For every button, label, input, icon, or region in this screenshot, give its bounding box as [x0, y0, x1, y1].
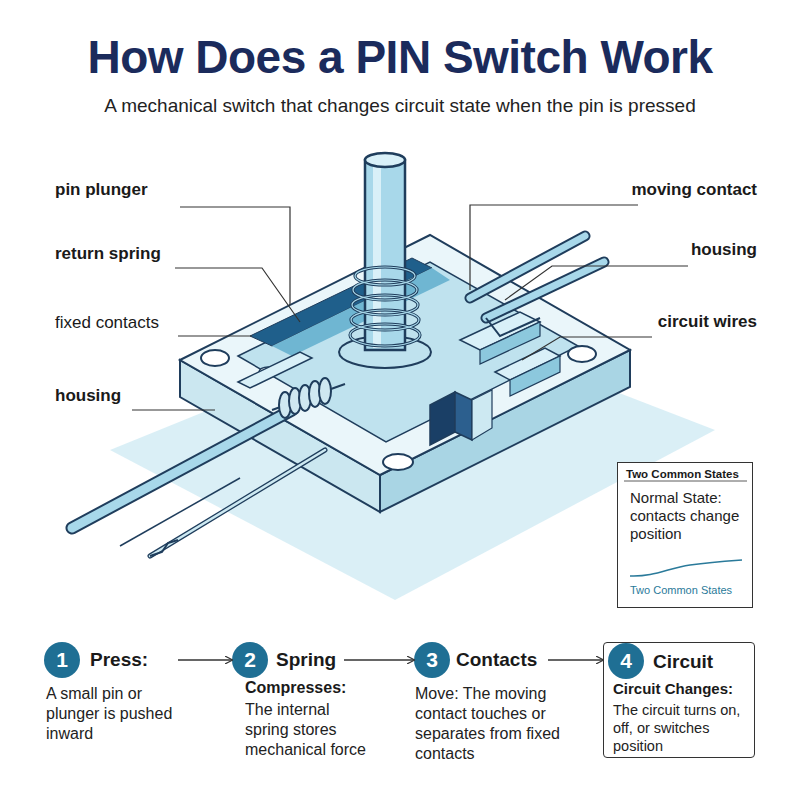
- step-subheading: Compresses:: [245, 679, 346, 697]
- mounting-hole: [568, 346, 596, 362]
- flow-arrow: [548, 659, 603, 661]
- step-node: 2SpringCompresses:The internal spring st…: [232, 642, 344, 678]
- part-label: return spring: [55, 244, 161, 264]
- box-footer: Two Common States: [630, 584, 732, 596]
- step-number: 3: [414, 642, 450, 678]
- mounting-hole: [201, 350, 229, 366]
- side-spring: [279, 378, 331, 418]
- moving-contact-block: [472, 390, 492, 440]
- diagram-title: How Does a PIN Switch Work: [0, 30, 800, 84]
- wire: [120, 478, 240, 546]
- box-rule: [624, 481, 747, 482]
- part-label: fixed contacts: [55, 313, 159, 333]
- step-subheading: Circuit Changes:: [613, 680, 733, 697]
- box-heading: Two Common States: [626, 468, 739, 480]
- states-box: Two Common StatesNormal State: contacts …: [617, 462, 753, 608]
- flow-arrow: [178, 659, 232, 661]
- step-heading: Spring: [276, 649, 336, 671]
- pin-plunger: [365, 160, 405, 350]
- step-heading: Contacts: [456, 649, 537, 671]
- step-text: Move: The moving contact touches or sepa…: [415, 684, 565, 764]
- wire: [470, 236, 585, 298]
- moving-contact-block: [455, 392, 472, 440]
- wire-bend: [486, 318, 540, 336]
- plunger-highlight: [373, 162, 381, 348]
- diagram-subtitle: A mechanical switch that changes circuit…: [0, 95, 800, 117]
- box-text: Normal State: contacts change position: [630, 489, 748, 543]
- part-label: housing: [540, 240, 757, 260]
- wire: [150, 450, 325, 556]
- housing-cavity: [238, 262, 578, 442]
- step-text: The circuit turns on, off, or switches p…: [613, 701, 751, 755]
- return-spring-shine: [350, 267, 420, 346]
- step-node: 1Press:A small pin or plunger is pushed …: [44, 642, 178, 678]
- step-node: 3ContactsMove: The moving contact touche…: [414, 642, 548, 678]
- step-text: The internal spring stores mechanical fo…: [245, 700, 375, 760]
- step-number: 4: [608, 643, 644, 679]
- wire: [150, 450, 325, 556]
- part-label: pin plunger: [55, 180, 148, 200]
- step-number: 1: [44, 642, 80, 678]
- mounting-hole: [383, 454, 413, 470]
- number-circle: 4: [608, 643, 644, 679]
- wire: [470, 236, 585, 298]
- part-label: moving contact: [540, 180, 757, 200]
- step-number: 2: [232, 642, 268, 678]
- part-label: housing: [55, 386, 121, 406]
- moving-contact-block: [430, 392, 455, 445]
- flow-arrow: [344, 659, 414, 661]
- leader-lines: [132, 205, 688, 410]
- fixed-contact: [510, 356, 560, 396]
- step-box: CircuitCircuit Changes: The circuit turns…: [603, 642, 755, 758]
- part-label: circuit wires: [540, 312, 757, 332]
- plunger-top: [365, 153, 405, 167]
- step-text: A small pin or plunger is pushed inward: [46, 684, 196, 744]
- step-heading: Circuit: [653, 651, 713, 673]
- wire-end: [150, 540, 178, 556]
- fixed-contact: [238, 352, 312, 388]
- state-wave: [630, 560, 742, 576]
- return-spring-coils: [350, 267, 420, 346]
- step-heading: Press:: [90, 649, 148, 671]
